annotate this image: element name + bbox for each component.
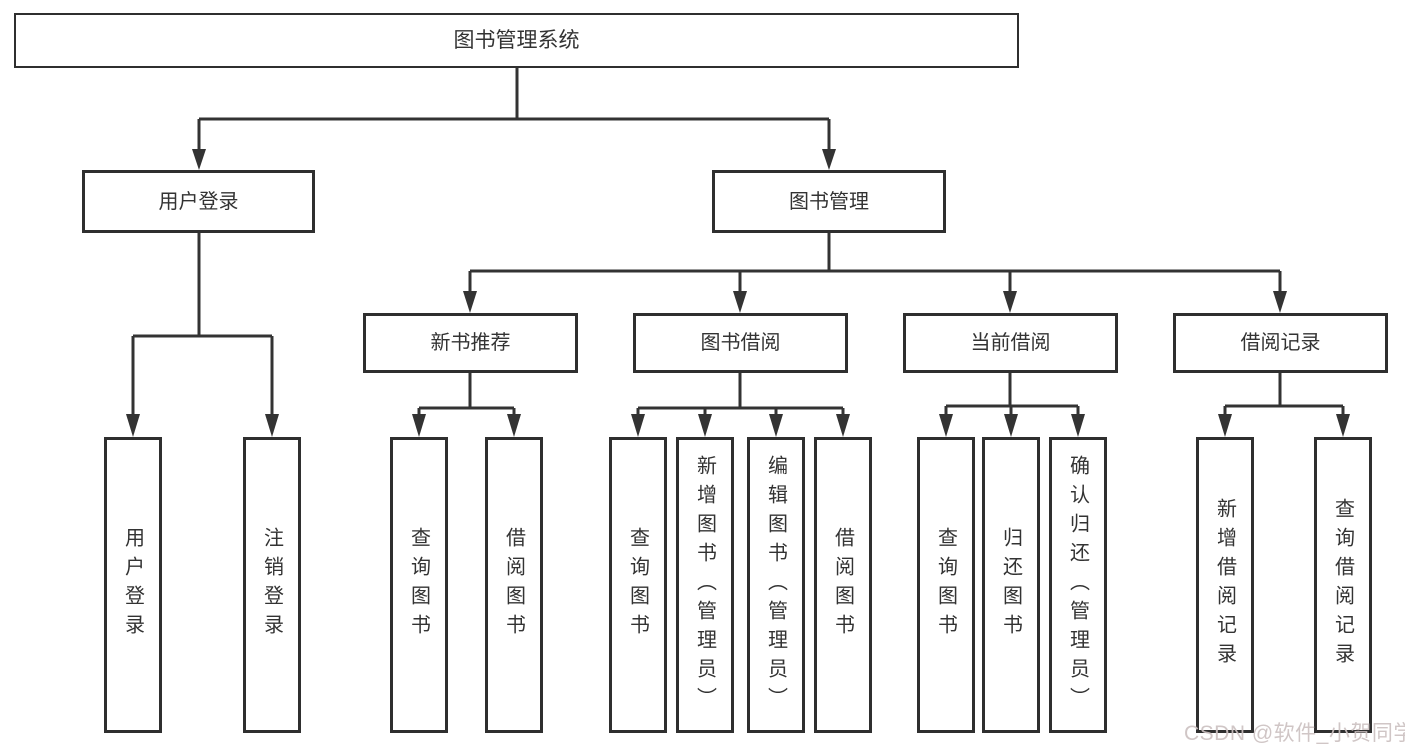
arrow-down-icon [822,149,836,170]
connector-book-management [468,231,1282,294]
arrow-down-icon [733,291,747,313]
leaf-edit-books-admin: 编辑图书（管理员） [747,437,805,733]
arrow-down-icon [192,149,206,170]
arrow-down-icon [412,414,426,437]
arrow-down-icon [1218,414,1232,437]
arrow-down-icon [1003,291,1017,313]
csdn-watermark: CSDN @软件_小贺同学 [1184,722,1405,745]
leaf-add-books-admin: 新增图书（管理员） [676,437,734,733]
arrow-down-icon [1336,414,1350,437]
leaf-confirm-return-admin: 确认归还（管理员） [1049,437,1107,733]
leaf-label: 新增图书（管理员） [693,454,716,716]
leaf-label: 查询借阅记录 [1331,498,1354,672]
arrow-down-icon [1273,291,1287,313]
connector-new-book-recommend [417,371,516,416]
arrowheads [126,149,1350,437]
node-book-management: 图书管理 [712,170,946,233]
node-borrow-records: 借阅记录 [1173,313,1388,373]
arrow-down-icon [939,414,953,437]
connector-root [197,66,831,151]
leaf-query-books-current: 查询图书 [917,437,975,733]
node-book-borrow: 图书借阅 [633,313,848,373]
node-new-book-recommend: 新书推荐 [363,313,578,373]
arrow-down-icon [463,291,477,313]
arrow-down-icon [698,414,712,437]
connector-book-borrow [636,371,845,416]
leaf-label: 注销登录 [260,527,283,643]
leaf-label: 用户登录 [121,527,144,643]
leaf-label: 编辑图书（管理员） [764,454,787,716]
leaf-label: 查询图书 [626,527,649,643]
leaf-query-books-recommend: 查询图书 [390,437,448,733]
leaf-borrow-books-recommend: 借阅图书 [485,437,543,733]
connector-user-login [131,231,274,416]
leaf-borrow-books: 借阅图书 [814,437,872,733]
arrow-down-icon [769,414,783,437]
leaf-user-login: 用户登录 [104,437,162,733]
leaf-label: 借阅图书 [831,527,854,643]
leaf-query-borrow-record: 查询借阅记录 [1314,437,1372,733]
arrow-down-icon [836,414,850,437]
arrow-down-icon [507,414,521,437]
node-current-borrow: 当前借阅 [903,313,1118,373]
connector-current-borrow [944,371,1080,416]
leaf-return-books: 归还图书 [982,437,1040,733]
leaf-label: 归还图书 [999,527,1022,643]
arrow-down-icon [1004,414,1018,437]
leaf-label: 查询图书 [934,527,957,643]
leaf-query-books-borrow: 查询图书 [609,437,667,733]
leaf-logout: 注销登录 [243,437,301,733]
leaf-add-borrow-record: 新增借阅记录 [1196,437,1254,733]
leaf-label: 新增借阅记录 [1213,498,1236,672]
leaf-label: 借阅图书 [502,527,525,643]
node-user-login: 用户登录 [82,170,315,233]
arrow-down-icon [265,414,279,437]
arrow-down-icon [1071,414,1085,437]
connector-borrow-records [1223,371,1345,416]
leaf-label: 确认归还（管理员） [1066,454,1089,716]
arrow-down-icon [126,414,140,437]
node-library-management-system: 图书管理系统 [14,13,1019,68]
arrow-down-icon [631,414,645,437]
leaf-label: 查询图书 [407,527,430,643]
